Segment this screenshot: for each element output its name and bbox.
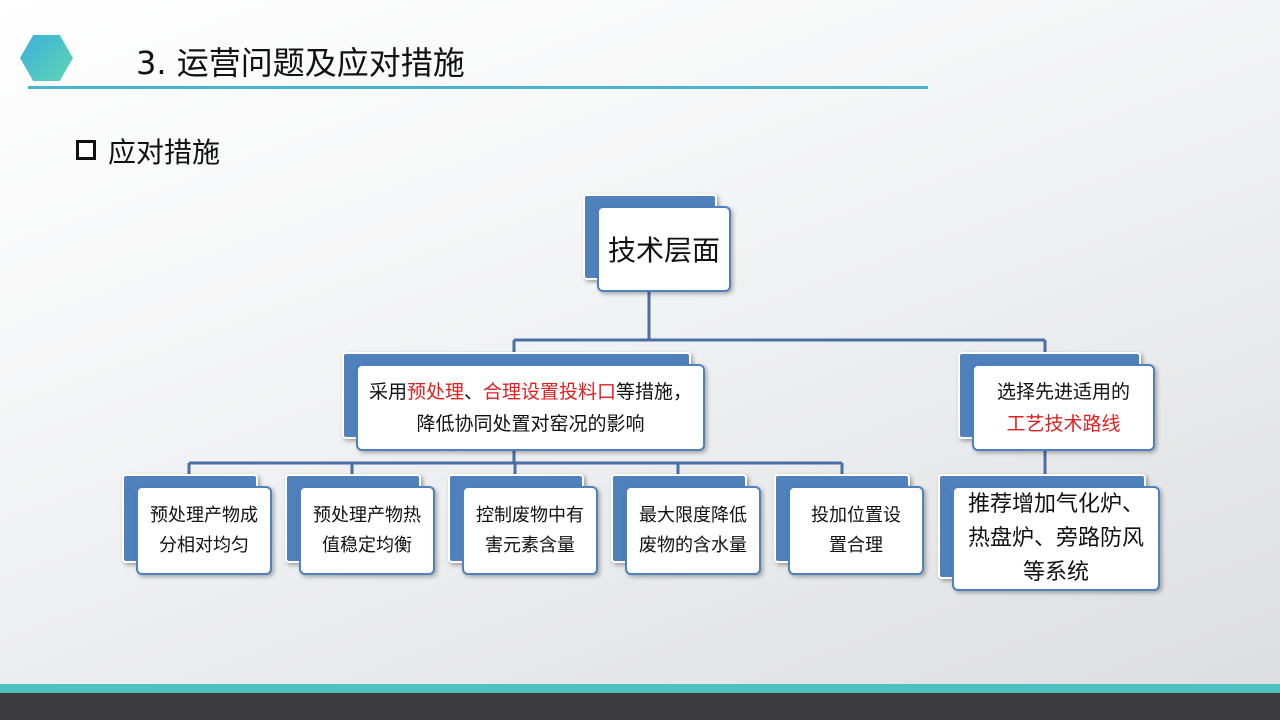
- leaf-node: 控制废物中有害元素含量: [448, 474, 598, 575]
- right-leaf-node: 推荐增加气化炉、热盘炉、旁路防风等系统: [938, 474, 1160, 591]
- node-front: 采用预处理、合理设置投料口等措施，降低协同处置对窑况的影响: [356, 364, 705, 451]
- node-front: 控制废物中有害元素含量: [462, 486, 598, 575]
- leaf-label: 最大限度降低废物的含水量: [639, 504, 747, 556]
- node-front: 最大限度降低废物的含水量: [625, 486, 761, 575]
- node-front: 预处理产物热值稳定均衡: [299, 486, 435, 575]
- leaf-node: 最大限度降低废物的含水量: [611, 474, 761, 575]
- leaf-label: 预处理产物热值稳定均衡: [313, 504, 421, 556]
- highlight-text: 预处理: [406, 380, 464, 403]
- page-title: 3. 运营问题及应对措施: [136, 44, 465, 82]
- highlight-text: 工艺技术路线: [1006, 412, 1121, 435]
- text-part: 、: [463, 380, 483, 403]
- text-part: 采用: [368, 380, 407, 403]
- node-front: 技术层面: [597, 206, 731, 292]
- highlight-text: 合理设置投料口: [483, 380, 617, 403]
- leaf-label: 推荐增加气化炉、热盘炉、旁路防风等系统: [967, 491, 1144, 585]
- node-front: 投加位置设置合理: [788, 486, 924, 575]
- leaf-label: 预处理产物成分相对均匀: [150, 504, 258, 556]
- text-part: 等措施，降低协同处置对窑况的影响: [416, 380, 693, 435]
- left-branch-node: 采用预处理、合理设置投料口等措施，降低协同处置对窑况的影响: [342, 352, 705, 451]
- footer-bar: [0, 693, 1280, 720]
- node-front: 推荐增加气化炉、热盘炉、旁路防风等系统: [952, 486, 1160, 591]
- leaf-label: 投加位置设置合理: [811, 504, 901, 556]
- root-node: 技术层面: [583, 194, 731, 292]
- leaf-node: 投加位置设置合理: [774, 474, 924, 575]
- leaf-label: 控制废物中有害元素含量: [476, 504, 584, 556]
- root-label: 技术层面: [607, 234, 720, 267]
- left-branch-label: 采用预处理、合理设置投料口等措施，降低协同处置对窑况的影响: [368, 376, 693, 440]
- right-branch-label: 选择先进适用的: [996, 380, 1130, 403]
- right-branch-node: 选择先进适用的 工艺技术路线: [958, 352, 1155, 451]
- square-bullet-icon: [76, 140, 96, 160]
- title-divider: [28, 86, 928, 89]
- node-front: 选择先进适用的 工艺技术路线: [972, 364, 1155, 451]
- footer-accent-bar: [0, 684, 1280, 693]
- node-front: 预处理产物成分相对均匀: [136, 486, 272, 575]
- leaf-node: 预处理产物成分相对均匀: [122, 474, 272, 575]
- leaf-node: 预处理产物热值稳定均衡: [285, 474, 435, 575]
- section-heading: 应对措施: [108, 136, 221, 169]
